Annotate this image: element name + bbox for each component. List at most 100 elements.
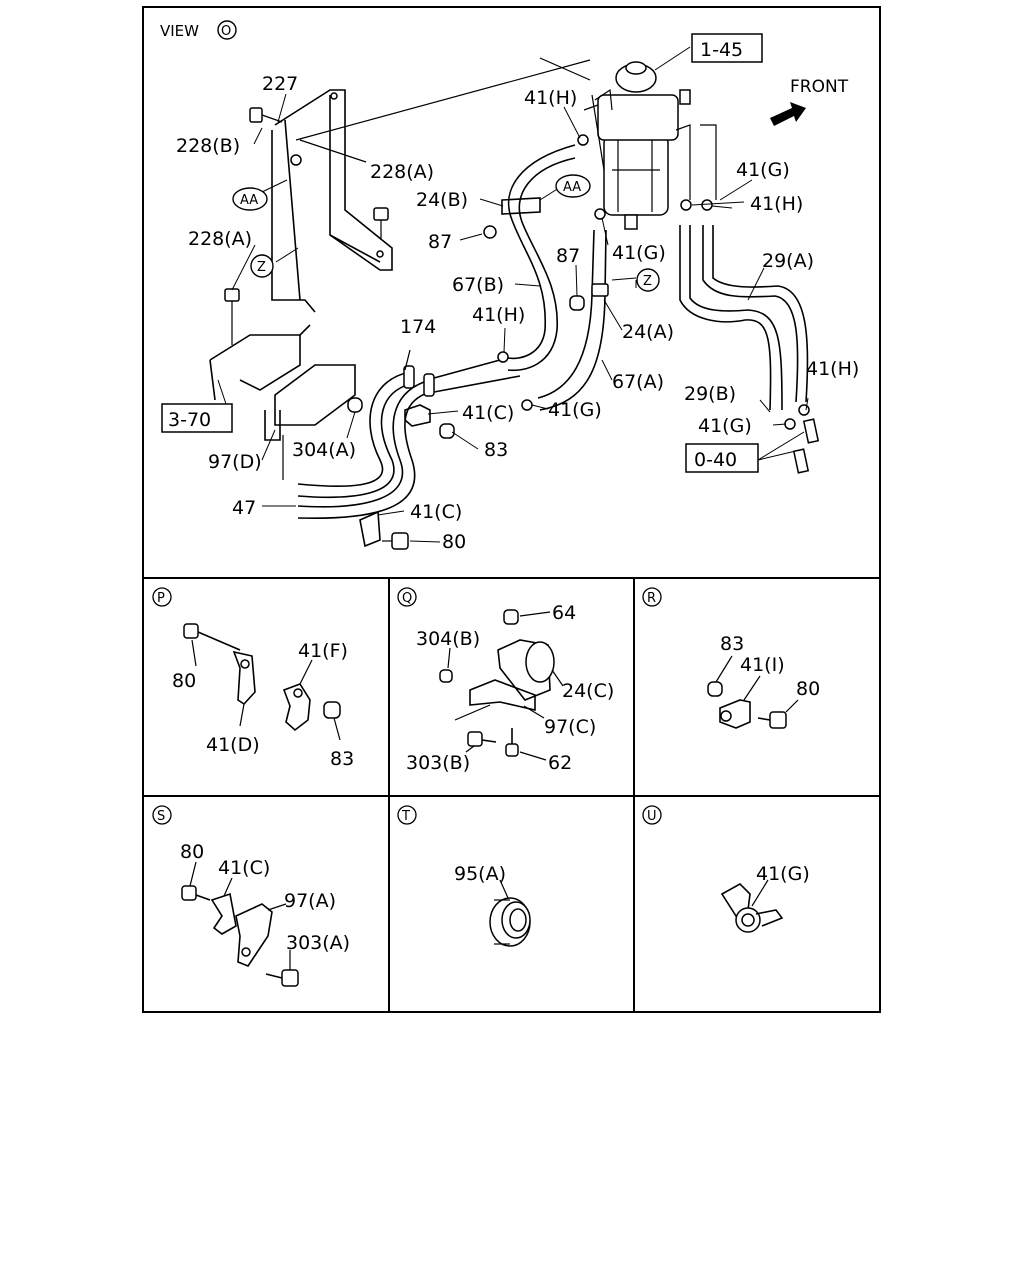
label-0-40: 0-40	[694, 449, 737, 471]
bolt-228a-lower	[224, 288, 240, 320]
label-41g: 41(G)	[548, 399, 602, 421]
clip-41g	[680, 199, 692, 211]
hose-67b	[507, 144, 576, 372]
front-indicator: FRONT	[770, 77, 849, 126]
ref-box-3-70	[161, 403, 233, 433]
bracket-97d	[264, 364, 363, 480]
label-80: 80	[796, 678, 820, 700]
clip-41h	[701, 199, 713, 211]
label-228a: 228(A)	[188, 228, 252, 250]
label-304b: 304(B)	[416, 628, 480, 650]
hose-67a	[537, 229, 609, 411]
label-97c: 97(C)	[544, 716, 596, 738]
detail-panel-r: R 83 41(I) 80	[642, 587, 820, 729]
clamp-24b	[483, 197, 541, 239]
label-303b: 303(B)	[406, 752, 470, 774]
main-drawing: 1-45 227 228(B) 228(A) AA AA 228(A) Z Z …	[161, 33, 859, 553]
label-41i: 41(I)	[740, 654, 785, 676]
label-z: Z	[643, 274, 652, 289]
bolt-80	[382, 532, 409, 550]
front-label: FRONT	[790, 77, 849, 97]
clip-41h	[798, 404, 810, 416]
label-41g: 41(G)	[612, 242, 666, 264]
nut-87	[569, 295, 585, 311]
nut-83	[439, 423, 455, 439]
panel-letter: T	[401, 809, 410, 824]
label-228b: 228(B)	[176, 135, 240, 157]
tag-aa	[555, 174, 591, 198]
detail-panel-t: T 95(A)	[397, 805, 531, 947]
pipe-to-174	[433, 359, 521, 393]
bracket-227	[271, 57, 591, 313]
label-41c: 41(C)	[410, 501, 462, 523]
label-67a: 67(A)	[612, 371, 664, 393]
pipe-174	[297, 349, 435, 520]
label-95a: 95(A)	[454, 863, 506, 885]
label-41h: 41(H)	[524, 87, 577, 109]
clip-41h	[497, 351, 509, 363]
panel-letter: P	[157, 591, 165, 606]
clip-41c-lower	[359, 510, 381, 548]
label-24c: 24(C)	[562, 680, 614, 702]
label-aa: AA	[563, 180, 581, 195]
label-62: 62	[548, 752, 572, 774]
label-41h: 41(H)	[806, 358, 859, 380]
label-64: 64	[552, 602, 576, 624]
ref-box-0-40	[685, 443, 759, 473]
label-24b: 24(B)	[416, 189, 468, 211]
ref-box-1-45	[691, 33, 763, 63]
label-83: 83	[484, 439, 508, 461]
clip-41c-upper	[404, 404, 431, 427]
detail-panel-q: Q 64 304(B) 24(C) 97(C) 303(B) 62	[397, 587, 614, 774]
parts-0-40	[792, 418, 820, 474]
label-24a: 24(A)	[622, 321, 674, 343]
detail-panel-p: P 80 41(F) 41(D) 83	[152, 587, 354, 770]
clip-41g	[521, 399, 533, 411]
label-227: 227	[262, 73, 298, 95]
label-87: 87	[428, 231, 452, 253]
panel-letter: Q	[402, 591, 412, 606]
label-41h: 41(H)	[472, 304, 525, 326]
label-304a: 304(A)	[292, 439, 356, 461]
view-title-text: VIEW	[160, 22, 199, 40]
panel-letter: U	[647, 809, 657, 824]
label-41g: 41(G)	[736, 159, 790, 181]
leader-lines	[217, 46, 809, 543]
panel-letter: S	[157, 809, 165, 824]
label-303a: 303(A)	[286, 932, 350, 954]
lines-29	[675, 124, 809, 411]
bracket-3-70	[209, 320, 311, 401]
label-97d: 97(D)	[208, 451, 262, 473]
clip-41g	[784, 418, 796, 430]
label-83: 83	[720, 633, 744, 655]
label-174: 174	[400, 316, 436, 338]
label-41g: 41(G)	[698, 415, 752, 437]
label-87: 87	[556, 245, 580, 267]
tag-z	[636, 268, 660, 292]
detail-panel-s: S 80 41(C) 97(A) 303(A)	[152, 805, 350, 987]
main-labels: 1-45 227 228(B) 228(A) AA AA 228(A) Z Z …	[168, 39, 859, 553]
label-aa: AA	[240, 193, 258, 208]
label-41d: 41(D)	[206, 734, 260, 756]
front-arrow-icon	[770, 102, 806, 126]
label-80: 80	[180, 841, 204, 863]
label-41c: 41(C)	[462, 402, 514, 424]
label-41h: 41(H)	[750, 193, 803, 215]
fuel-filter-assembly	[583, 61, 691, 230]
label-41f: 41(F)	[298, 640, 348, 662]
label-80: 80	[172, 670, 196, 692]
label-228a: 228(A)	[370, 161, 434, 183]
panel-letter: R	[647, 591, 656, 606]
clip-41h	[577, 134, 589, 146]
tag-aa	[232, 187, 268, 211]
label-67b: 67(B)	[452, 274, 504, 296]
label-1-45: 1-45	[700, 39, 743, 61]
main-view-frame	[142, 6, 881, 579]
label-41c: 41(C)	[218, 857, 270, 879]
clip-41g	[594, 208, 606, 220]
view-circle-letter: O	[221, 24, 231, 39]
label-29b: 29(B)	[684, 383, 736, 405]
label-z: Z	[257, 260, 266, 275]
view-title: VIEW O	[160, 20, 237, 40]
